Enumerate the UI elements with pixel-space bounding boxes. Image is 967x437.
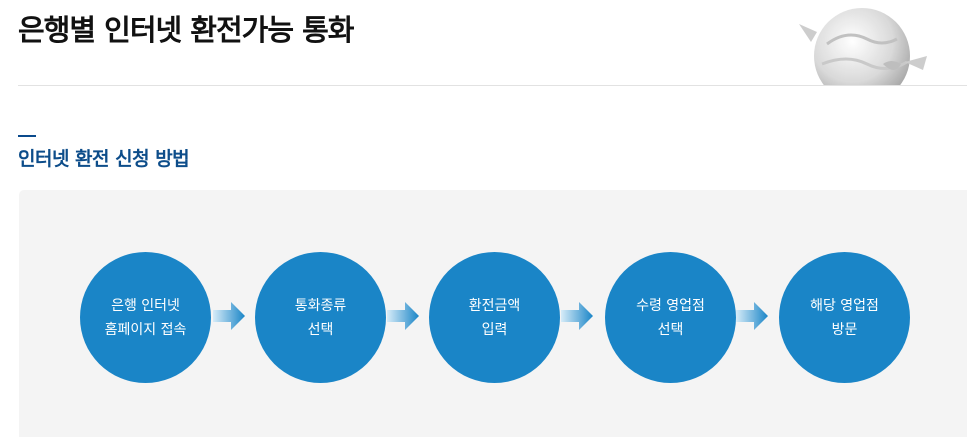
section-title: 인터넷 환전 신청 방법 bbox=[18, 148, 190, 170]
arrow-right-icon bbox=[561, 302, 593, 330]
title-divider bbox=[18, 85, 967, 86]
step-1-line2: 홈페이지 접속 bbox=[104, 321, 187, 338]
steps-panel: 은행 인터넷 홈페이지 접속 통화종류 선택 환전금액 입력 수령 영업점 선택… bbox=[19, 190, 967, 437]
step-4-circle: 수령 영업점 선택 bbox=[605, 252, 736, 383]
step-1-line1: 은행 인터넷 bbox=[111, 297, 180, 314]
step-2-circle: 통화종류 선택 bbox=[255, 252, 386, 383]
step-3-line2: 입력 bbox=[481, 321, 508, 338]
arrow-right-icon bbox=[213, 302, 245, 330]
arrow-right-icon bbox=[736, 302, 768, 330]
step-2-line1: 통화종류 bbox=[294, 297, 347, 314]
globe-icon bbox=[799, 8, 927, 86]
step-4-line1: 수령 영업점 bbox=[636, 297, 705, 314]
step-4-line2: 선택 bbox=[657, 321, 684, 338]
step-1-circle: 은행 인터넷 홈페이지 접속 bbox=[80, 252, 211, 383]
step-5-line2: 방문 bbox=[831, 321, 858, 338]
step-5-line1: 해당 영업점 bbox=[810, 297, 879, 314]
section-accent-bar bbox=[18, 135, 36, 137]
step-5-circle: 해당 영업점 방문 bbox=[779, 252, 910, 383]
step-3-line1: 환전금액 bbox=[468, 297, 521, 314]
step-3-circle: 환전금액 입력 bbox=[429, 252, 560, 383]
arrow-right-icon bbox=[387, 302, 419, 330]
page-title: 은행별 인터넷 환전가능 통화 bbox=[18, 13, 354, 47]
step-2-line2: 선택 bbox=[307, 321, 334, 338]
